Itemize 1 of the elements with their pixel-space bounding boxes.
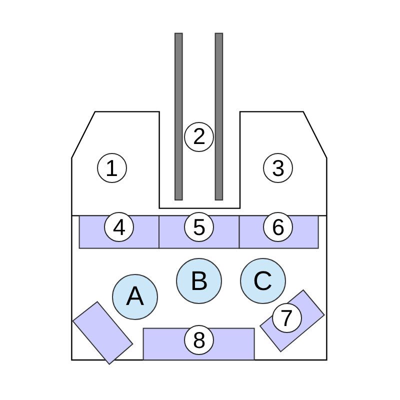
callout-number: 2 (184, 122, 214, 152)
